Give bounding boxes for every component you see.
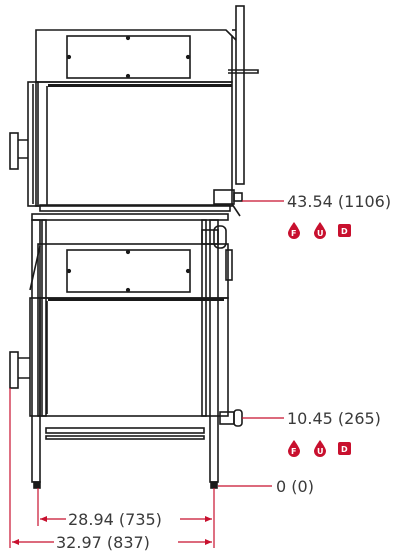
upper-oven xyxy=(9,5,259,217)
fuel-water-drop-icon: F xyxy=(288,440,300,457)
lower-height-label: 10.45 (265) xyxy=(287,409,381,428)
lower-connection-badges: F U D xyxy=(288,440,351,457)
drain-square-icon: D xyxy=(338,442,351,455)
svg-text:D: D xyxy=(341,445,348,454)
stacking-stand xyxy=(31,213,229,489)
utility-water-drop-icon: U xyxy=(314,440,326,457)
outer-width-label: 32.97 (837) xyxy=(56,533,150,552)
upper-connection-badges: F U D xyxy=(288,222,351,239)
lower-oven xyxy=(9,243,243,427)
svg-text:F: F xyxy=(291,229,296,238)
svg-text:D: D xyxy=(341,227,348,236)
base-height-label: 0 (0) xyxy=(276,477,314,496)
svg-text:U: U xyxy=(317,229,324,238)
dimension-lines xyxy=(9,200,284,548)
svg-text:F: F xyxy=(291,447,296,456)
inner-width-label: 28.94 (735) xyxy=(68,510,162,529)
upper-height-label: 43.54 (1106) xyxy=(287,192,391,211)
fuel-water-drop-icon: F xyxy=(288,222,300,239)
drain-square-icon: D xyxy=(338,224,351,237)
svg-text:U: U xyxy=(317,447,324,456)
utility-water-drop-icon: U xyxy=(314,222,326,239)
